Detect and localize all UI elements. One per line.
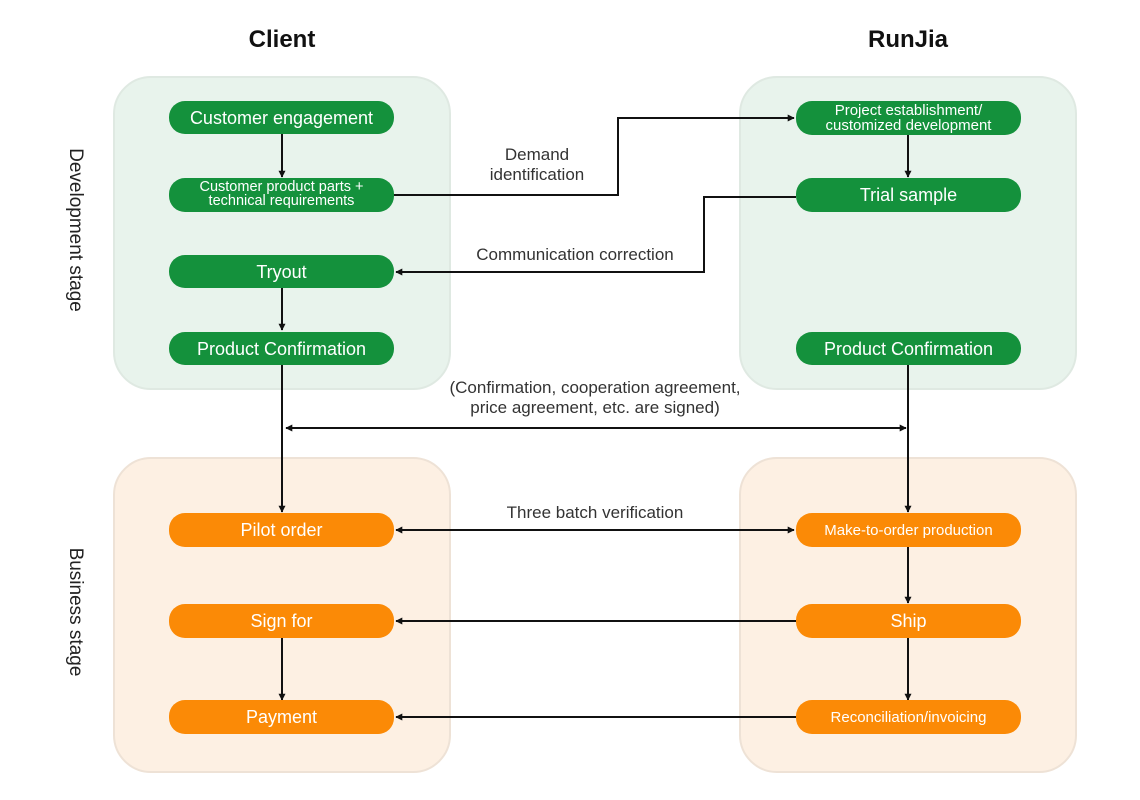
make-to-order-production-node: Make-to-order production [796,513,1021,547]
reconciliation-invoicing-node: Reconciliation/invoicing [796,700,1021,734]
demand-identification-label: Demand identification [489,145,585,185]
client-product-confirmation-node: Product Confirmation [169,332,394,365]
project-establishment-node: Project establishment/customized develop… [796,101,1021,135]
runjia-product-confirmation-node: Product Confirmation [796,332,1021,365]
customer-product-parts-node: Customer product parts +technical requir… [169,178,394,212]
client-column-title: Client [248,26,316,53]
communication-correction-label: Communication correction [476,245,674,264]
trial-sample-node: Trial sample [796,178,1021,212]
ship-node: Ship [796,604,1021,638]
pilot-order-node: Pilot order [169,513,394,547]
agreement-label: (Confirmation, cooperation agreement, pr… [449,378,741,418]
customer-engagement-node: Customer engagement [169,101,394,134]
arrow-communication-correction [395,196,796,276]
payment-node: Payment [169,700,394,734]
runjia-column-title: RunJia [867,26,948,53]
sign-for-node: Sign for [169,604,394,638]
arrow-demand-identification [394,114,795,196]
tryout-node: Tryout [169,255,394,288]
three-batch-verification-label: Three batch verification [506,503,684,522]
